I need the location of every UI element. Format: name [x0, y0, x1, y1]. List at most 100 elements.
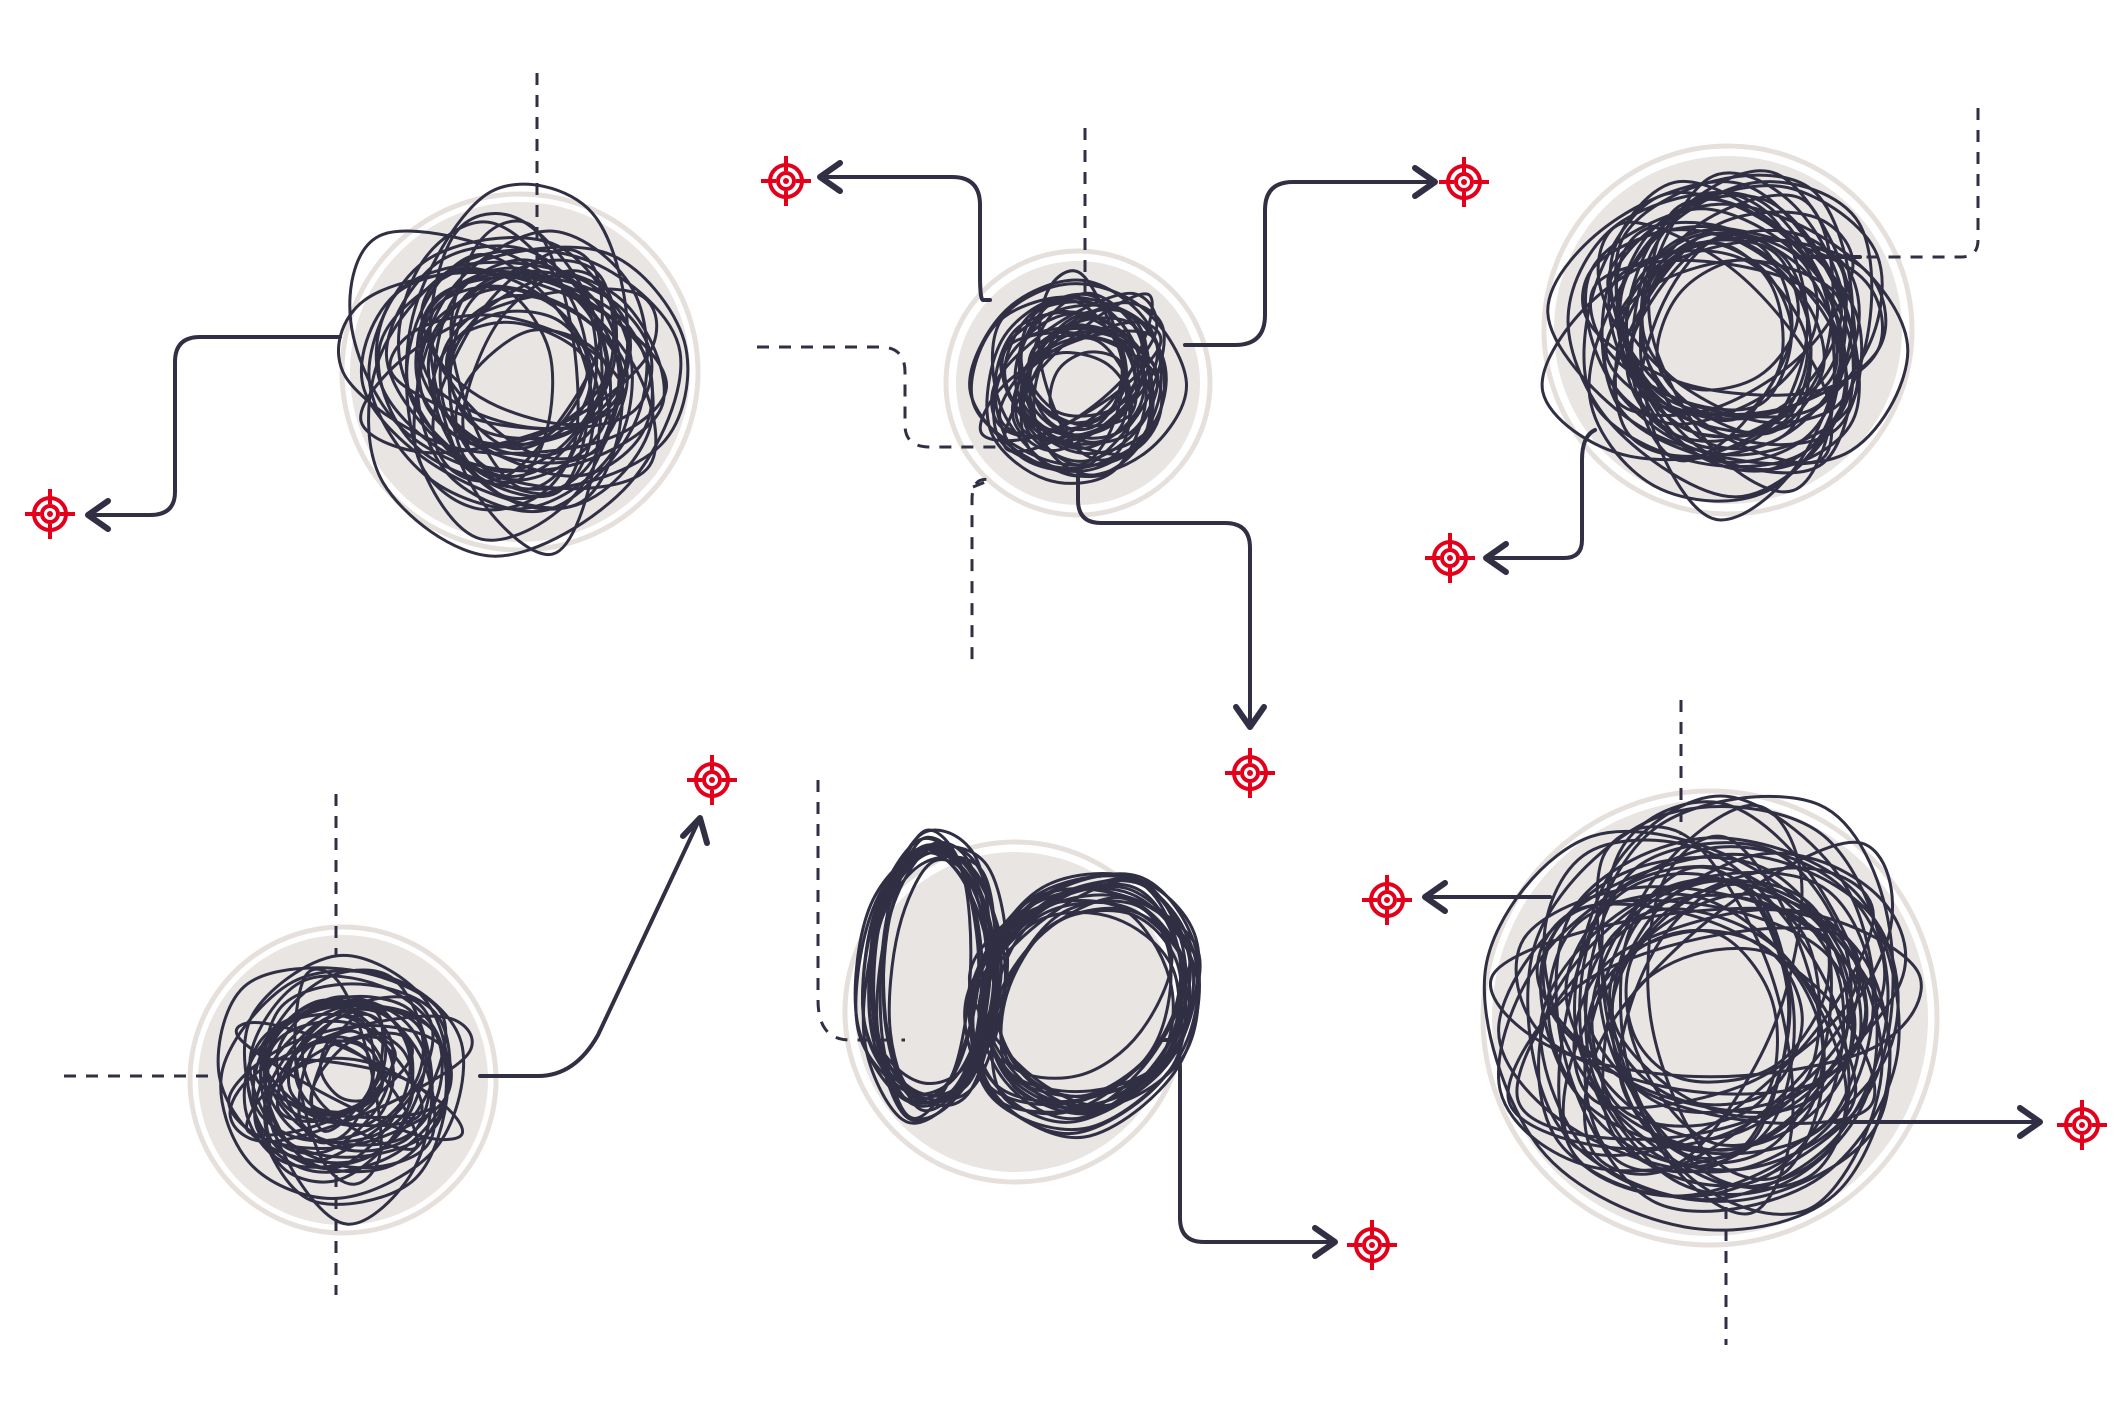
knot-bottom-right-outer-ring — [1480, 788, 1940, 1248]
target-center-dot — [1384, 897, 1390, 903]
knot-top-center-scribble-loop — [1028, 336, 1134, 440]
knot-bottom-right-scribble-loop — [1557, 795, 1895, 1199]
crosshair-target-icon — [1439, 157, 1489, 207]
arrow-head-icon — [1233, 704, 1267, 730]
target-center-dot — [1461, 179, 1467, 185]
arrow-head-icon — [817, 160, 843, 194]
knot-bottom-left-scribble-loop — [259, 968, 434, 1226]
knot-top-right-scribble-loop — [1624, 232, 1813, 439]
knot-top-left-scribble-loop — [404, 182, 630, 542]
solution-path-line — [86, 335, 342, 517]
arrow-head-icon — [2017, 1105, 2043, 1139]
knot-top-left-scribble-loop — [448, 258, 616, 473]
knot-top-center-scribble-loop — [985, 295, 1148, 485]
dashed-guide-line — [1855, 108, 1980, 259]
knot-bottom-right-scribble-loop — [1583, 803, 1804, 1173]
knot-top-left-scribble-loop — [374, 260, 666, 473]
knot-top-left-scribble-loop — [359, 287, 659, 455]
crosshair-target-icon — [25, 489, 75, 539]
knot-bottom-left-scribble-loop — [309, 1035, 397, 1116]
solution-path-line — [1076, 473, 1252, 729]
knot-bottom-right-scribble-loop — [1583, 840, 1894, 1176]
arrow-head-icon — [85, 498, 111, 532]
knot-bottom-left-scribble-loop — [228, 1014, 474, 1144]
arrow-head-icon — [1312, 1225, 1338, 1259]
target-center-dot — [2079, 1122, 2085, 1128]
arrow-head-icon — [1483, 541, 1509, 575]
knot-top-center-scribble-loop — [990, 291, 1159, 439]
solution-path-line — [478, 816, 702, 1078]
knot-top-left-scribble-loop — [445, 309, 593, 451]
knot-bottom-left-scribble-loop — [263, 1007, 415, 1184]
crosshair-target-icon — [1362, 875, 1412, 925]
target-inner-circle — [2072, 1115, 2092, 1135]
knot-heart-right-lobe-loop — [969, 872, 1201, 1124]
knot-bottom-left-scribble-loop — [242, 953, 450, 1206]
knot-heart-left-lobe-loop — [887, 858, 990, 1112]
target-center-dot — [1369, 1242, 1375, 1248]
knot-bottom-left-scribble-loop — [248, 974, 448, 1159]
knots-layer — [187, 143, 1940, 1248]
knot-top-left-scribble-loop — [431, 320, 602, 458]
knot-bottom-right-scribble-loop — [1538, 855, 1863, 1156]
knot-top-right-outer-ring — [1541, 143, 1915, 517]
knot-bottom-right-scribble-loop — [1626, 946, 1825, 1147]
knot-top-right-scribble-loop — [1588, 258, 1845, 419]
arrow-head-icon — [1412, 165, 1438, 199]
target-center-dot — [1447, 555, 1453, 561]
knot-heart-right-lobe-loop — [983, 884, 1195, 1093]
knot-top-left-scribble-loop — [417, 286, 590, 449]
knot-heart-right-lobe-loop — [984, 898, 1175, 1113]
knot-top-right-scribble-loop — [1584, 202, 1910, 466]
knot-top-right-scribble-loop — [1606, 228, 1849, 425]
knot-bottom-right-scribble-loop — [1587, 928, 1779, 1128]
knot-heart-left-lobe-loop — [854, 845, 1007, 1102]
knot-top-right-scribble-loop — [1614, 220, 1839, 418]
solution-path-line — [1161, 1038, 1337, 1244]
knot-bottom-right-scribble-loop — [1584, 841, 1853, 1152]
knot-top-center-scribble-loop — [1027, 291, 1152, 477]
knot-heart-right-lobe-loop — [999, 896, 1174, 1080]
targets-layer — [25, 156, 2107, 1270]
knot-bottom-right-scribble-loop — [1515, 851, 1908, 1141]
solution-path-line — [1183, 180, 1437, 347]
target-inner-circle — [776, 171, 796, 191]
crosshair-target-icon — [2057, 1100, 2107, 1150]
knot-bottom-left-outer-ring — [187, 924, 499, 1236]
dashed-guide-line — [816, 780, 905, 1042]
solution-path-line — [818, 175, 992, 302]
knot-top-left-scribble-loop — [376, 245, 690, 491]
knot-top-right-scribble-loop — [1581, 225, 1884, 397]
knot-top-right-scribble-loop — [1630, 191, 1809, 451]
knot-top-left-scribble-loop — [428, 212, 604, 557]
knot-heart-right-lobe-loop — [979, 910, 1181, 1107]
target-inner-circle — [1454, 172, 1474, 192]
knot-top-left-scribble-loop — [412, 269, 598, 512]
knot-top-left-scribble-loop — [348, 229, 658, 491]
target-inner-circle — [1440, 548, 1460, 568]
knot-bottom-right-scribble-loop — [1546, 892, 1858, 1172]
target-inner-circle — [1240, 763, 1260, 783]
knot-top-center-outer-ring — [943, 248, 1213, 518]
knot-heart-right-lobe-loop — [969, 872, 1201, 1131]
crosshair-target-icon — [687, 755, 737, 805]
knot-heart-left-lobe-loop — [861, 847, 995, 1125]
knot-bottom-right-scribble-loop — [1489, 906, 1923, 1079]
knot-heart-right-lobe-loop — [971, 893, 1201, 1140]
target-center-dot — [1247, 770, 1253, 776]
knot-bottom-left-scribble-loop — [219, 969, 466, 1200]
knot-heart-right-lobe-loop — [999, 909, 1183, 1110]
crosshair-target-icon — [1425, 533, 1475, 583]
knot-top-left-scribble-loop — [367, 248, 683, 558]
knot-heart-left-lobe-loop — [878, 828, 981, 1120]
knot-bottom-left-scribble-loop — [264, 995, 435, 1163]
knot-heart-left-lobe-loop — [861, 846, 992, 1096]
target-inner-circle — [1377, 890, 1397, 910]
knot-top-center-scribble-loop — [1018, 292, 1129, 451]
target-inner-circle — [1362, 1235, 1382, 1255]
knot-top-left-scribble-loop — [359, 268, 655, 510]
dashed-guide-line — [970, 477, 995, 660]
dashed-guide-line — [757, 345, 1005, 449]
target-inner-circle — [702, 770, 722, 790]
